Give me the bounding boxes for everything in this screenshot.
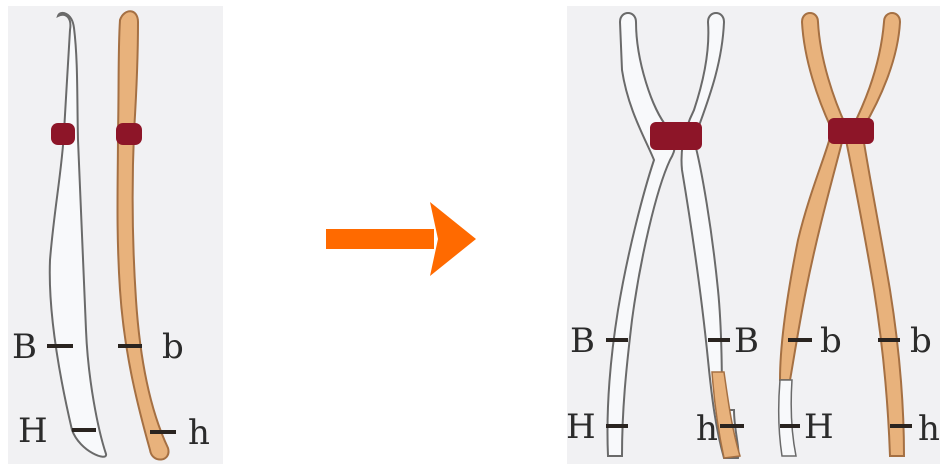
label-h: h [188,413,210,453]
label-B-mid: B [734,321,759,361]
label-H-mid: H [804,407,834,447]
right-centromere-white [650,122,702,150]
label-b-mid: b [820,321,842,361]
label-b: b [162,327,184,367]
left-centromere-white [51,123,75,145]
label-b-right: b [910,321,932,361]
left-panel-background [8,6,223,464]
label-B: B [12,327,37,367]
label-h-right: h [918,409,940,449]
label-B-left: B [570,321,595,361]
left-centromere-tan [116,123,142,145]
right-arrow-icon [326,202,476,276]
label-h-mid: h [696,409,718,449]
label-H-left: H [566,407,596,447]
right-centromere-tan [828,118,874,144]
label-H: H [18,411,48,451]
